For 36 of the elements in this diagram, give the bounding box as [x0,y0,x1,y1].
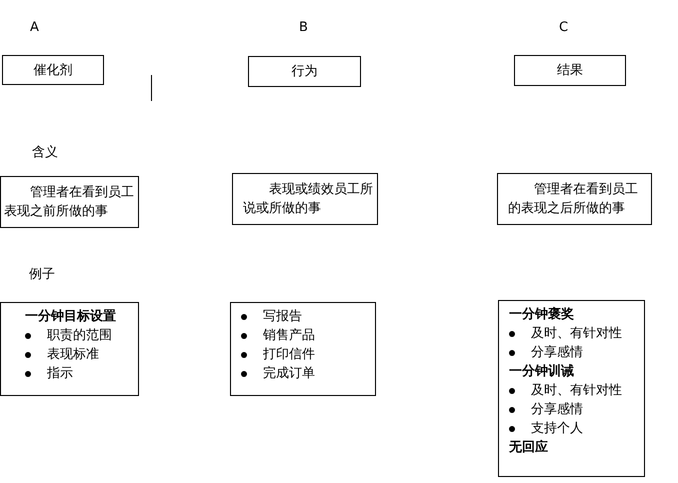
list-heading: 一分钟训诫 [509,363,575,381]
list-item: 及时、有针对性 [531,325,622,343]
list-heading: 一分钟褒奖 [509,306,575,324]
list-item: 打印信件 [263,346,315,364]
column-letter: C [559,20,568,35]
definition-box [0,176,139,228]
example-box [0,302,139,396]
definition-text: 管理者在看到员工的表现之后所做的事 [508,181,639,218]
column-letter: B [299,20,308,35]
list-item: 分享感情 [531,401,583,419]
example-box [498,300,645,477]
definition-box [497,173,652,225]
definition-text: 管理者在看到员工表现之前所做的事 [4,184,134,221]
list-item: 支持个人 [531,420,583,438]
list-item: 分享感情 [531,344,583,362]
list-item: 销售产品 [263,327,315,345]
list-heading: 无回应 [509,438,549,457]
definition-box [232,173,378,225]
title-box [2,55,104,85]
example-box [230,302,376,396]
list-item: 表现标准 [47,346,99,364]
list-item: 完成订单 [263,365,315,383]
list-item: 指示 [47,365,73,383]
definition-text: 表现或绩效员工所说或所做的事 [243,181,373,218]
row-label: 含义 [32,144,58,161]
column-letter: A [30,20,39,35]
list-item: 及时、有针对性 [531,382,622,400]
box-title: 结果 [557,62,583,80]
box-title: 行为 [292,63,318,81]
title-box [514,55,626,86]
list-heading: 一分钟目标设置 [25,308,117,326]
list-item: 职责的范围 [47,327,112,345]
box-title: 催化剂 [34,62,72,80]
row-label: 例子 [29,266,55,283]
title-box [248,56,361,87]
list-item: 写报告 [263,308,302,326]
